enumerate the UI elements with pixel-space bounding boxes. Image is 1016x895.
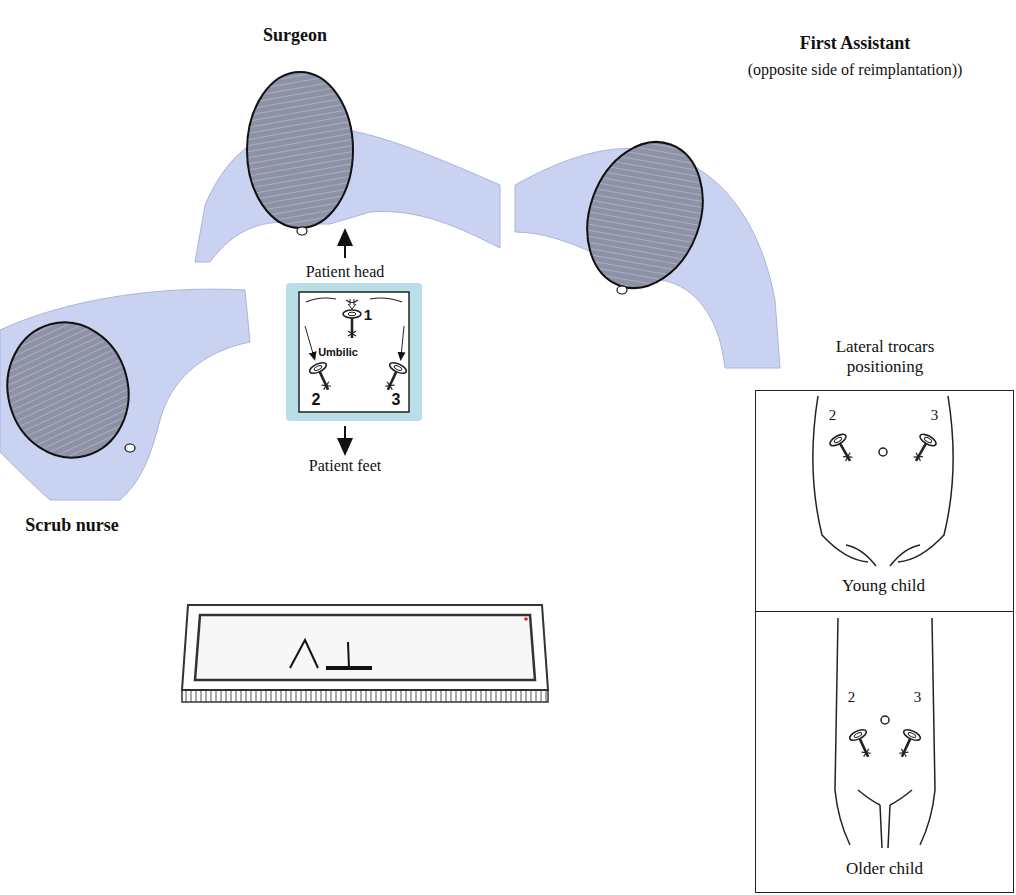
- callout-number: 1: [364, 306, 372, 323]
- child-panel: 2 3Older child: [755, 610, 1014, 894]
- young-child-body: [813, 396, 953, 566]
- callout-number: 3: [914, 689, 922, 706]
- head-arrow: [344, 236, 346, 258]
- node-label: Young child: [842, 576, 925, 596]
- node-label: Older child: [846, 859, 923, 879]
- role-label: Surgeon: [263, 25, 327, 47]
- callout-number: 2: [312, 391, 321, 409]
- callout-number: 3: [392, 391, 401, 409]
- operative-field-box: 1Umbilic 2 3: [286, 283, 422, 421]
- older-child-body: [835, 618, 935, 848]
- role-label: Patient head: [306, 262, 385, 281]
- role-label: (opposite side of reimplantation)): [748, 60, 963, 79]
- node-label: Umbilic: [318, 346, 358, 359]
- nurse-figure: [0, 289, 250, 500]
- role-label: First Assistant: [800, 33, 911, 55]
- role-label: Scrub nurse: [25, 515, 119, 537]
- operative-field: [286, 283, 422, 421]
- node-label: Lateral trocars positioning: [810, 337, 960, 376]
- callout-number: 3: [931, 407, 939, 424]
- callout-number: 2: [848, 689, 856, 706]
- child-panel: 2 3Young child: [755, 390, 1014, 612]
- monitor: [182, 605, 548, 702]
- surgeon-figure: [195, 72, 500, 262]
- assistant-figure: [515, 126, 780, 368]
- callout-number: 2: [829, 407, 837, 424]
- role-label: Patient feet: [309, 456, 381, 475]
- lateral-panel: 23Young child23Older childLateral trocar…: [755, 390, 1014, 893]
- feet-arrow: [344, 426, 346, 448]
